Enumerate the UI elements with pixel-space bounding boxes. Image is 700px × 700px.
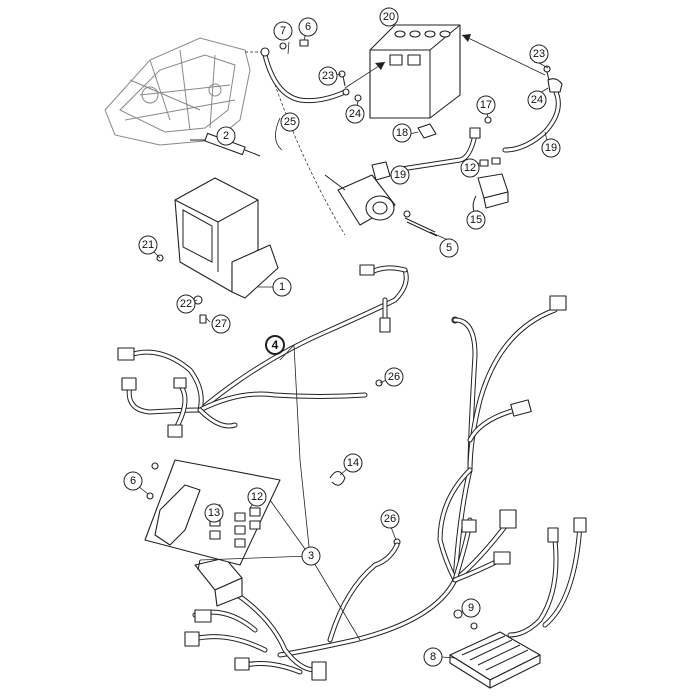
svg-text:3: 3 — [308, 550, 314, 562]
svg-text:17: 17 — [480, 99, 492, 111]
svg-text:6: 6 — [130, 475, 136, 487]
callout-18: 18 — [392, 123, 412, 143]
svg-text:23: 23 — [322, 70, 334, 82]
callout-22: 22 — [176, 294, 196, 314]
callout-15: 15 — [466, 210, 486, 230]
svg-text:19: 19 — [545, 142, 557, 154]
callout-23b: 23 — [529, 44, 549, 64]
callout-1: 1 — [272, 277, 292, 297]
svg-text:6: 6 — [305, 21, 311, 33]
svg-text:24: 24 — [349, 108, 361, 120]
callout-7: 7 — [273, 21, 293, 41]
callout-25: 25 — [280, 112, 300, 132]
svg-text:23: 23 — [533, 48, 545, 60]
svg-text:1: 1 — [279, 281, 285, 293]
harness-connectors — [117, 264, 587, 681]
svg-text:21: 21 — [142, 239, 154, 251]
callout-24b: 24 — [527, 90, 547, 110]
part-5-cable — [403, 210, 438, 237]
callout-8: 8 — [423, 647, 443, 667]
svg-text:26: 26 — [384, 513, 396, 525]
svg-text:15: 15 — [470, 214, 482, 226]
battery-box — [174, 177, 279, 299]
main-relay — [194, 547, 243, 607]
callout-12a: 12 — [460, 158, 480, 178]
svg-text:12: 12 — [464, 162, 476, 174]
callout-20: 20 — [379, 7, 399, 27]
callout-6a: 6 — [298, 17, 318, 37]
svg-text:20: 20 — [383, 11, 395, 23]
svg-text:7: 7 — [280, 25, 286, 37]
svg-text:4: 4 — [272, 338, 279, 352]
svg-text:22: 22 — [180, 298, 192, 310]
svg-text:25: 25 — [284, 116, 296, 128]
battery-ground-cable — [260, 47, 350, 104]
fuse-holder — [417, 123, 437, 139]
callout-24a: 24 — [345, 104, 365, 124]
svg-text:26: 26 — [388, 371, 400, 383]
callout-2: 2 — [216, 126, 236, 146]
svg-text:8: 8 — [430, 651, 436, 663]
svg-text:5: 5 — [446, 242, 452, 254]
svg-text:18: 18 — [396, 127, 408, 139]
starter-motor — [324, 161, 396, 226]
svg-text:12: 12 — [251, 491, 263, 503]
callout-19a: 19 — [390, 165, 410, 185]
svg-text:19: 19 — [394, 169, 406, 181]
svg-text:14: 14 — [347, 457, 359, 469]
callout-21: 21 — [138, 235, 158, 255]
callout-12b: 12 — [247, 487, 267, 507]
leader-lines — [132, 29, 549, 659]
callout-14: 14 — [343, 453, 363, 473]
cable-tie — [329, 471, 346, 486]
svg-text:9: 9 — [468, 602, 474, 614]
callout-19b: 19 — [541, 138, 561, 158]
callout-6b: 6 — [123, 471, 143, 491]
callout-17: 17 — [476, 95, 496, 115]
callout-4: 4 — [265, 335, 285, 355]
arrows — [344, 34, 546, 89]
callout-5: 5 — [439, 238, 459, 258]
svg-text:24: 24 — [531, 94, 543, 106]
callout-23a: 23 — [318, 66, 338, 86]
svg-text:2: 2 — [223, 130, 229, 142]
callout-26a: 26 — [384, 367, 404, 387]
callout-13: 13 — [204, 503, 224, 523]
callout-9: 9 — [461, 598, 481, 618]
battery — [369, 24, 461, 119]
callout-3: 3 — [301, 546, 321, 566]
svg-text:13: 13 — [208, 507, 220, 519]
vehicle-frame — [104, 37, 251, 146]
callout-26b: 26 — [380, 509, 400, 529]
starter-relay — [472, 157, 509, 223]
starter-cable — [392, 127, 481, 173]
voltage-regulator — [449, 631, 541, 689]
svg-text:27: 27 — [215, 318, 227, 330]
guide-line-cable — [269, 69, 346, 236]
callout-27: 27 — [211, 314, 231, 334]
